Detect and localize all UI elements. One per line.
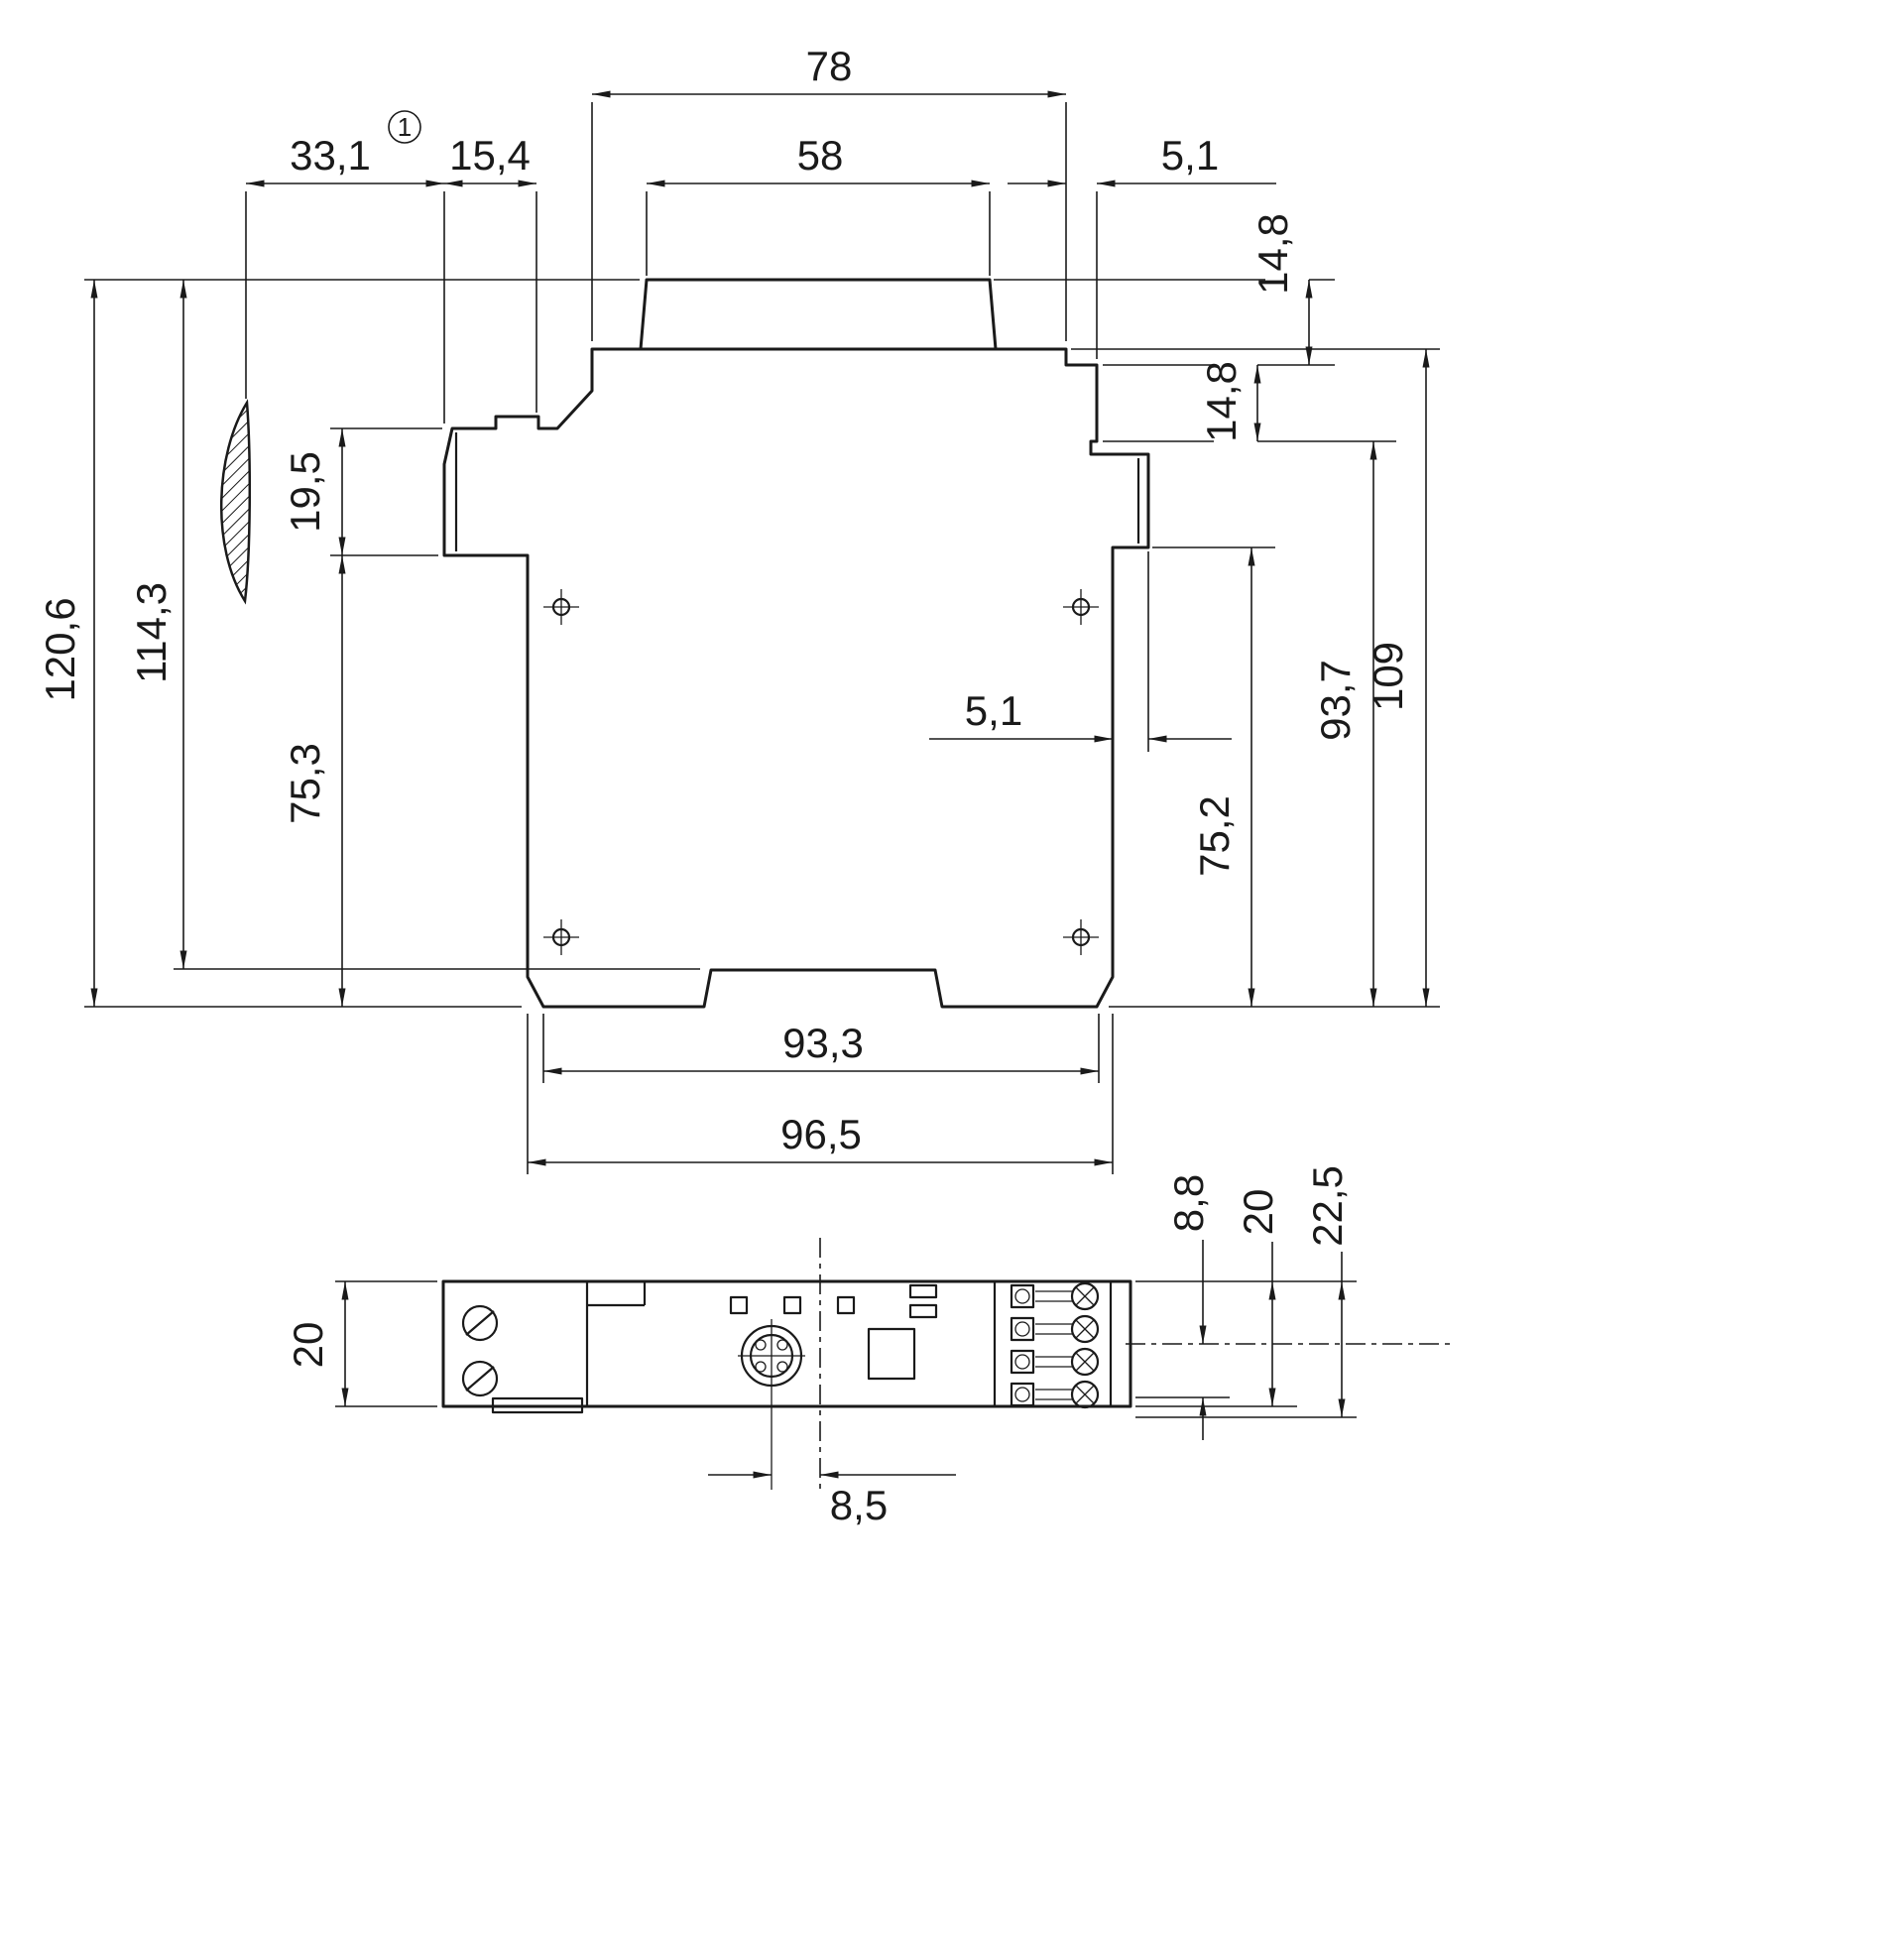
terminal-block [1010,1281,1100,1409]
dim-label-14-8-inner: 14,8 [1198,361,1245,442]
dim-label-5-1-mid: 5,1 [965,687,1022,734]
terminal-screw-bottom [461,1360,499,1397]
terminal-screw-cross-2 [1070,1314,1100,1344]
dim-75-2: 75,2 [1152,546,1275,1007]
dim-label-96-5: 96,5 [780,1111,862,1157]
dim-label-20-right: 20 [1235,1189,1281,1236]
dim-33-1: 33,1 1 [245,110,445,424]
mount-mark-top-left [543,589,579,625]
dim-label-78: 78 [806,43,853,89]
dim-14-8-outer: 14,8 [994,210,1335,366]
led-2 [782,1295,802,1315]
dim-93-7: 93,7 [1312,441,1377,1007]
footnote-1-label: 1 [398,112,412,142]
switch-block [867,1327,916,1381]
dim-label-120-6: 120,6 [37,597,83,701]
dim-20-right: 20 [1135,1189,1357,1407]
led-4 [908,1283,938,1299]
dim-93-3: 93,3 [542,1014,1100,1083]
dim-5-1-top: 5,1 [1008,132,1276,359]
dim-120-6: 120,6 [37,279,640,1008]
dim-label-22-5: 22,5 [1304,1165,1351,1247]
dim-8-8: 8,8 [1135,1174,1230,1440]
led-5 [908,1303,938,1319]
led-1 [729,1295,749,1315]
dim-8-5: 8,5 [708,1471,956,1528]
dim-78: 78 [591,43,1067,341]
bottom-view [441,1279,1132,1414]
mount-mark-top-right [1063,589,1099,625]
dim-15-4: 15,4 [444,132,537,413]
dim-label-8-5: 8,5 [830,1482,888,1528]
footnote-1-circle [388,110,421,144]
dim-14-8-inner: 14,8 [1103,357,1396,446]
terminal-screw-cross-4 [1070,1380,1100,1409]
dim-label-8-8: 8,8 [1165,1174,1212,1232]
dim-22-5: 22,5 [1135,1165,1357,1418]
dim-19-5: 19,5 [282,427,442,556]
mount-mark-bottom-left [543,919,579,955]
led-3 [836,1295,856,1315]
dim-label-75-3: 75,3 [282,743,328,824]
dim-label-93-3: 93,3 [782,1020,864,1066]
display-lens [219,399,252,605]
dim-label-109: 109 [1365,642,1411,711]
center-lines [738,1238,1456,1493]
dim-label-19-5: 19,5 [282,451,328,533]
dim-58: 58 [646,132,991,276]
dim-109: 109 [1071,348,1440,1008]
dim-label-20-left: 20 [285,1322,331,1369]
dim-5-1-mid: 5,1 [929,551,1232,752]
side-view [219,278,1150,1009]
dim-label-58: 58 [797,132,844,179]
top-block-outline [639,278,998,351]
dim-75-3: 75,3 [282,555,346,1007]
dim-label-5-1-top: 5,1 [1161,132,1219,179]
dim-20-left: 20 [285,1280,437,1407]
mount-mark-bottom-right [1063,919,1099,955]
housing-outline [442,347,1150,1009]
dim-114-3: 114,3 [128,280,700,970]
dim-label-75-2: 75,2 [1191,795,1238,877]
terminal-screw-top [461,1304,499,1342]
dim-label-14-8-outer: 14,8 [1250,213,1296,295]
dim-label-33-1: 33,1 [290,132,371,179]
din-latch [491,1396,584,1414]
dim-label-93-7: 93,7 [1312,660,1359,741]
dim-label-114-3: 114,3 [128,582,175,683]
dim-96-5: 96,5 [527,1014,1114,1174]
dim-label-15-4: 15,4 [449,132,531,179]
terminal-screw-cross-3 [1070,1347,1100,1377]
terminal-screw-cross-1 [1070,1281,1100,1311]
